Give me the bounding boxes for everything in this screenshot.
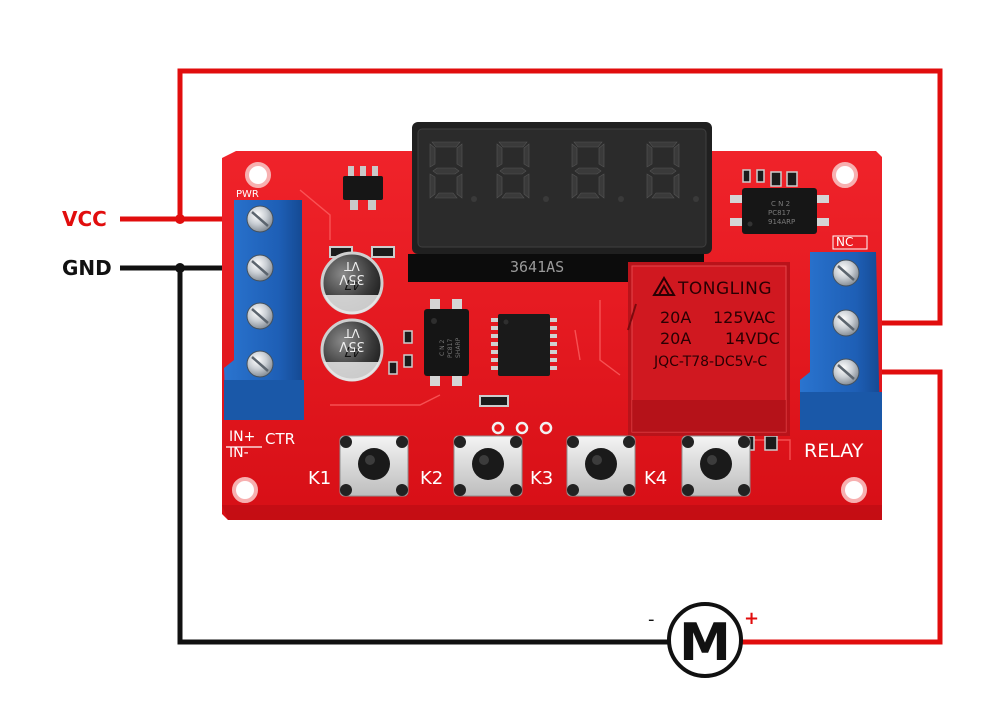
button-k2[interactable] — [453, 435, 523, 497]
button-k4[interactable] — [681, 435, 751, 497]
vcc-junction — [175, 214, 185, 224]
header-holes — [491, 421, 553, 435]
terminal-screws-right — [832, 259, 860, 386]
capacitor-bottom-series: VT — [344, 326, 360, 340]
gnd-label: GND — [62, 256, 112, 280]
in-minus-label: IN- — [229, 445, 249, 461]
button-k2-label: K2 — [420, 468, 443, 489]
ctr-label: CTR — [265, 430, 295, 448]
regulator-chip — [343, 176, 383, 200]
capacitor-bottom: 47 35V VT — [320, 318, 384, 382]
relay-rating-ac-current: 20A — [660, 308, 691, 327]
optocoupler-center-line1: C N 2 — [439, 340, 446, 356]
terminal-screws-left — [246, 205, 274, 378]
optocoupler-center-line2: PC817 — [447, 339, 454, 358]
nc-label: NC — [836, 235, 853, 249]
capacitor-top-voltage: 35V — [339, 271, 365, 286]
optocoupler-center-line3: SHARP — [455, 337, 462, 358]
button-k4-label: K4 — [644, 468, 667, 489]
button-k1-label: K1 — [308, 468, 331, 489]
capacitor-bottom-voltage: 35V — [339, 338, 365, 353]
gnd-junction — [175, 263, 185, 273]
display-digits — [429, 141, 699, 202]
power-input-terminal-block: PWR IN+ IN- CTR — [224, 189, 304, 461]
optocoupler-top-right-line2: PC817 — [768, 209, 790, 217]
capacitor-top-value: 47 — [344, 276, 361, 291]
relay-rating-dc-current: 20A — [660, 329, 691, 348]
relay-brand: TONGLING — [677, 279, 772, 299]
button-k1[interactable] — [339, 435, 409, 497]
relay-model: JQC-T78-DC5V-C — [653, 354, 767, 370]
microcontroller-chip — [491, 314, 557, 376]
relay-rating-dc-voltage: 14VDC — [725, 329, 780, 348]
relay: TONGLING 20A 125VAC 20A 14VDC JQC-T78-DC… — [627, 262, 790, 436]
relay-label: RELAY — [804, 440, 864, 462]
button-k3[interactable] — [566, 435, 636, 497]
seven-segment-display: 3641AS — [408, 122, 712, 282]
button-k3-label: K3 — [530, 468, 553, 489]
capacitor-top: 47 35V VT — [320, 251, 384, 315]
vcc-label: VCC — [62, 207, 107, 231]
pwr-label: PWR — [236, 189, 259, 200]
mounting-holes — [232, 162, 867, 503]
display-part-number: 3641AS — [510, 258, 564, 276]
capacitor-top-series: VT — [344, 259, 360, 273]
relay-terminal-block: NC RELAY — [800, 235, 882, 462]
relay-brand-logo-icon — [652, 276, 676, 296]
motor-letter: M — [679, 613, 731, 673]
optocoupler-center: C N 2 PC817 SHARP — [424, 299, 469, 386]
motor-minus-label: - — [648, 609, 655, 630]
motor-symbol: M — [667, 602, 743, 678]
capacitor-bottom-value: 47 — [344, 343, 361, 358]
optocoupler-top-right-line3: 914ARP — [768, 218, 795, 226]
optocoupler-top-right: C N 2 PC817 914ARP — [730, 188, 829, 234]
relay-rating-ac-voltage: 125VAC — [713, 308, 775, 327]
motor-plus-label: + — [744, 608, 759, 629]
optocoupler-top-right-line1: C N 2 — [771, 200, 790, 208]
in-plus-label: IN+ — [229, 429, 255, 445]
